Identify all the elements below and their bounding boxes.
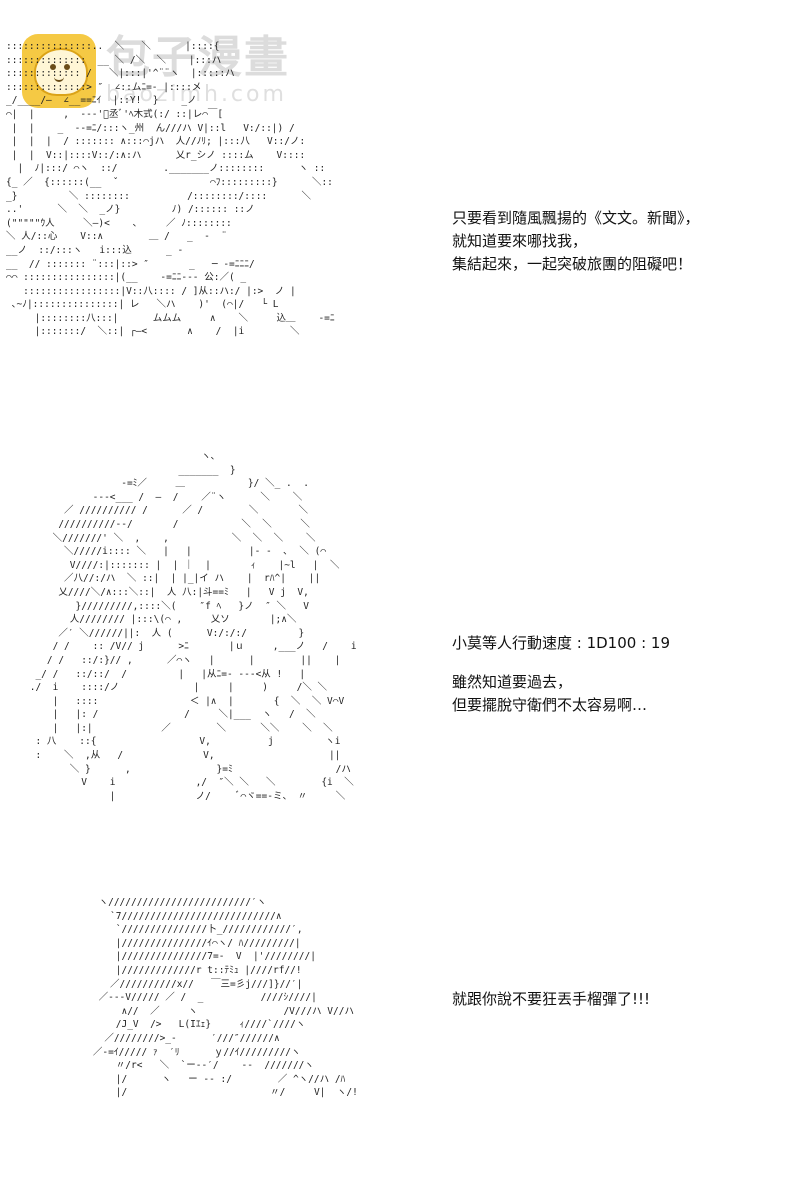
baozi-bun-icon <box>22 34 96 108</box>
brand-title: 包子漫畫 <box>106 32 290 83</box>
watermark-logo: 包子漫畫 baozimh.com <box>22 34 290 108</box>
dialog-line: 只要看到隨風飄揚的《文文。新聞》， <box>452 209 700 227</box>
ascii-art-panel-1: :::::::::::::::.. ＼ ＼ |::::{ :::::::::::… <box>6 41 335 338</box>
mouth <box>54 74 64 82</box>
right-eye <box>64 64 70 70</box>
bun-shape <box>34 48 88 96</box>
dialog-panel-3: 就跟你說不要狂丟手榴彈了!!! <box>452 988 650 1011</box>
ascii-art-panel-3: ヽ/////////////////////////′ヽ `7/////////… <box>92 897 358 1099</box>
dialog-line: 集結起來，一起突破旅團的阻礙吧！ <box>452 255 693 273</box>
dialog-line: 但要擺脫守衛們不太容易啊… <box>452 696 648 714</box>
dialog-line: 雖然知道要過去， <box>452 673 573 691</box>
brand-url: baozimh.com <box>106 82 287 107</box>
dialog-line: 就知道要來哪找我， <box>452 232 588 250</box>
dialog-panel-2: 小莫等人行動速度 : 1D100 : 19 雖然知道要過去， 但要擺脫守衛們不太… <box>452 632 670 717</box>
dice-roll-line: 小莫等人行動速度 : 1D100 : 19 <box>452 634 670 652</box>
dialog-line: 就跟你說不要狂丟手榴彈了!!! <box>452 990 651 1008</box>
spacer <box>452 655 670 671</box>
left-eye <box>50 64 56 70</box>
dialog-panel-1: 只要看到隨風飄揚的《文文。新聞》， 就知道要來哪找我， 集結起來，一起突破旅團的… <box>452 207 700 276</box>
ascii-art-panel-2: ヽ､ _______ } -=ﾐ／ ＿ }/ ＼_ . . ---<___ / … <box>29 451 357 802</box>
brand-text: 包子漫畫 baozimh.com <box>106 36 290 106</box>
